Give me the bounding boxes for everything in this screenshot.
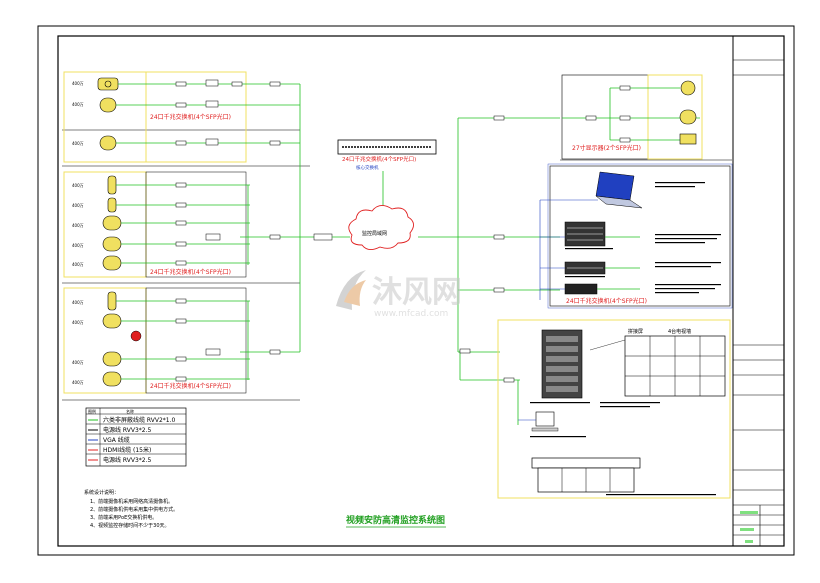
svg-text:HDMI线缆 (15米): HDMI线缆 (15米) <box>103 446 151 454</box>
svg-text:400万: 400万 <box>72 203 84 208</box>
svg-text:2、前端摄像机供电采用集中供电方式。: 2、前端摄像机供电采用集中供电方式。 <box>90 506 178 513</box>
diagram-title: 视频安防高清监控系统图 <box>346 514 446 528</box>
svg-text:4、视频监控存储时间不少于30天。: 4、视频监控存储时间不少于30天。 <box>90 522 170 529</box>
video-wall: 拼接屏 4台电视墙 <box>589 328 726 397</box>
svg-text:名称: 名称 <box>126 408 134 414</box>
server-rack-icon <box>541 329 583 399</box>
fiber-converter-icon <box>459 115 515 383</box>
svg-text:400万: 400万 <box>72 262 84 267</box>
left-region-lines <box>62 129 310 401</box>
svg-text:27寸显示器(2个SFP光口): 27寸显示器(2个SFP光口) <box>572 144 641 152</box>
svg-text:400万: 400万 <box>72 141 84 146</box>
console-desk-icon <box>531 457 641 493</box>
watermark-logo: 沐风网 www.mfcad.com <box>336 270 462 319</box>
svg-text:VGA 线缆: VGA 线缆 <box>103 436 130 444</box>
title-block <box>732 36 784 546</box>
camera-icon <box>680 80 696 96</box>
camera-icon: 400万 <box>72 175 117 195</box>
svg-text:电源线 RVV3*2.5: 电源线 RVV3*2.5 <box>103 456 151 464</box>
svg-text:3、前端采用PoE交换机供电。: 3、前端采用PoE交换机供电。 <box>90 514 157 521</box>
camera-icon: 400万 <box>72 255 122 271</box>
camera-links <box>116 83 330 380</box>
alarm-icon <box>130 330 142 342</box>
svg-text:400万: 400万 <box>72 81 84 86</box>
storage-icon <box>564 261 606 275</box>
camera-icon: 400万 <box>72 236 122 252</box>
svg-text:400万: 400万 <box>72 243 84 248</box>
camera-group-3 <box>63 287 247 394</box>
camera-icon <box>679 133 697 145</box>
camera-icon: 400万 <box>72 351 122 367</box>
camera-icon: 400万 <box>72 291 117 311</box>
camera-icon: 400万 <box>72 77 119 91</box>
svg-text:六类非屏蔽线缆 RVV2*1.0: 六类非屏蔽线缆 RVV2*1.0 <box>103 416 175 424</box>
inner-frame <box>57 35 785 547</box>
camera-icon: 400万 <box>72 313 122 329</box>
switch-label: 24口千兆交换机(4个SFP光口) <box>150 268 231 276</box>
svg-text:拼接屏: 拼接屏 <box>628 328 643 335</box>
svg-text:1、前端摄像机采用网络高清摄像机。: 1、前端摄像机采用网络高清摄像机。 <box>90 498 173 505</box>
svg-text:400万: 400万 <box>72 300 84 305</box>
svg-text:系统设计说明：: 系统设计说明： <box>84 489 119 496</box>
svg-text:沐风网: 沐风网 <box>372 275 462 310</box>
camera-group-2 <box>63 171 247 278</box>
svg-text:24口千兆交换机(4个SFP光口): 24口千兆交换机(4个SFP光口) <box>342 155 416 163</box>
backbone-links <box>418 117 560 425</box>
camera-group-1 <box>63 71 247 163</box>
camera-icon <box>679 109 697 125</box>
svg-text:24口千兆交换机(4个SFP光口): 24口千兆交换机(4个SFP光口) <box>566 297 647 305</box>
camera-icon: 400万 <box>72 215 122 231</box>
switch-label: 24口千兆交换机(4个SFP光口) <box>150 382 231 390</box>
svg-text:400万: 400万 <box>72 380 84 385</box>
outer-frame <box>37 25 795 556</box>
legend-table: 图例 名称 六类非屏蔽线缆 RVV2*1.0 电源线 RVV3*2.5 VGA … <box>85 407 187 467</box>
svg-text:图例: 图例 <box>88 408 96 414</box>
svg-text:电源线 RVV3*2.5: 电源线 RVV3*2.5 <box>103 426 151 434</box>
camera-icon: 400万 <box>72 97 117 113</box>
camera-icon: 400万 <box>72 371 122 387</box>
monitor-icon <box>531 411 559 432</box>
nvr-icon <box>564 221 606 247</box>
fiber-converter-icon <box>175 79 333 382</box>
camera-icon: 400万 <box>72 135 117 151</box>
switch-label: 24口千兆交换机(4个SFP光口) <box>150 113 231 121</box>
svg-text:www.mfcad.com: www.mfcad.com <box>374 309 448 319</box>
server-icon <box>564 283 598 295</box>
svg-text:核心交换机: 核心交换机 <box>356 164 379 171</box>
control-room: 拼接屏 4台电视墙 <box>497 319 731 499</box>
right-camera-group: 27寸显示器(2个SFP光口) <box>560 74 732 161</box>
svg-text:400万: 400万 <box>72 360 84 365</box>
svg-text:400万: 400万 <box>72 183 84 188</box>
svg-text:视频安防高清监控系统图: 视频安防高清监控系统图 <box>346 514 445 526</box>
svg-text:监控局域网: 监控局域网 <box>362 230 387 237</box>
svg-text:4台电视墙: 4台电视墙 <box>668 328 691 335</box>
server-room: 24口千兆交换机(4个SFP光口) <box>539 163 733 309</box>
workstation-icon <box>595 171 643 209</box>
svg-text:400万: 400万 <box>72 102 84 107</box>
network-cloud: 监控局域网 <box>348 205 414 250</box>
svg-text:400万: 400万 <box>72 320 84 325</box>
core-switch: 24口千兆交换机(4个SFP光口) 核心交换机 <box>337 139 437 171</box>
svg-text:400万: 400万 <box>72 223 84 228</box>
camera-icon: 400万 <box>72 197 117 213</box>
design-notes: 系统设计说明： 1、前端摄像机采用网络高清摄像机。 2、前端摄像机供电采用集中供… <box>84 489 178 529</box>
